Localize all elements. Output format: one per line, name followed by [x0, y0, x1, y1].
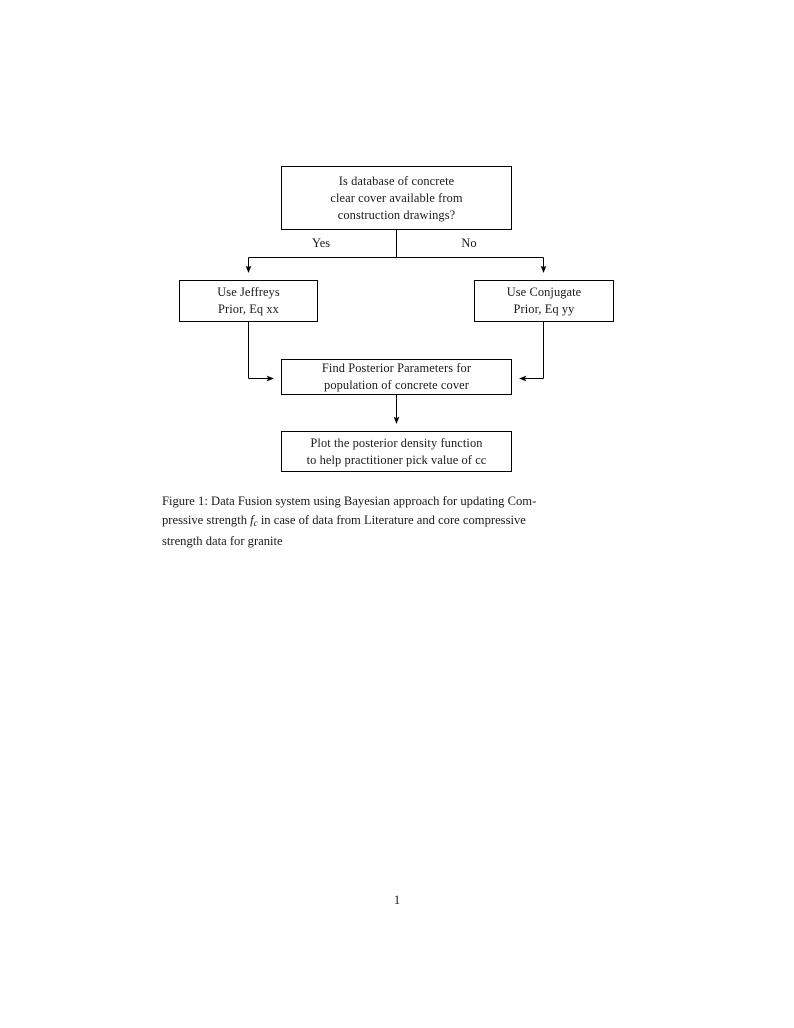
flow-node-find-posterior-parameters: Find Posterior Parameters for population… — [281, 359, 512, 395]
math-subscript-c: c — [253, 517, 258, 528]
jeffreys-line-1: Use Jeffreys — [217, 285, 280, 299]
decision-line-1: Is database of concrete — [338, 173, 455, 188]
posterior-line-2: population of concrete cover — [324, 378, 469, 392]
decision-line-2: clear cover available from — [330, 190, 463, 205]
flow-node-plot-posterior-density: Plot the posterior density function to h… — [281, 431, 512, 472]
conjugate-line-2: Prior, Eq yy — [513, 302, 575, 316]
posterior-line-1: Find Posterior Parameters for — [321, 361, 472, 375]
flow-node-jeffreys-prior: Use Jeffreys Prior, Eq xx — [179, 280, 318, 322]
page-number: 1 — [393, 893, 401, 907]
caption-line-2: pressive strength fc in case of data fro… — [162, 511, 630, 533]
caption-line-3: strength data for granite — [162, 534, 283, 549]
conjugate-line-1: Use Conjugate — [506, 285, 582, 299]
caption-line-2-pre: pressive strength — [162, 512, 247, 527]
flow-node-decision: Is database of concrete clear cover avai… — [281, 166, 512, 230]
figure-flowchart: Is database of concrete clear cover avai… — [0, 0, 794, 490]
branch-label-yes: Yes — [311, 236, 331, 250]
figure-caption: Figure 1: Data Fusion system using Bayes… — [162, 492, 630, 551]
branch-label-no: No — [461, 236, 477, 250]
math-variable-f: f — [250, 512, 254, 527]
jeffreys-line-2: Prior, Eq xx — [218, 302, 279, 316]
plot-line-2: to help practitioner pick value of cc — [306, 452, 487, 467]
plot-line-1: Plot the posterior density function — [310, 435, 483, 450]
caption-line-1: Figure 1: Data Fusion system using Bayes… — [162, 494, 537, 508]
decision-line-3: construction drawings? — [337, 207, 456, 222]
caption-line-2-post: in case of data from Literature and core… — [260, 512, 526, 527]
flowchart-connectors — [245, 230, 547, 425]
flow-node-conjugate-prior: Use Conjugate Prior, Eq yy — [474, 280, 614, 322]
